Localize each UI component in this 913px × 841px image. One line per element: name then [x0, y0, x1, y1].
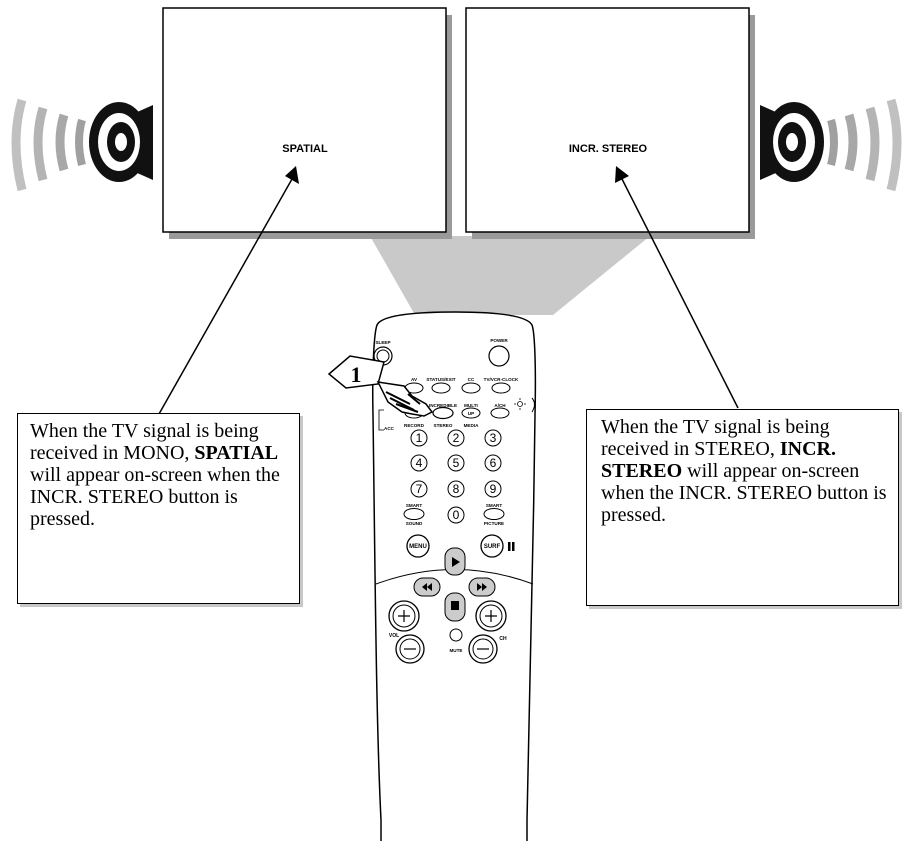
left-tv-screen: SPATIAL: [162, 7, 452, 239]
menu-label: MENU: [409, 544, 427, 550]
stop-icon: [451, 601, 459, 610]
step-number: 1: [351, 362, 362, 387]
number-key-8[interactable]: [447, 480, 465, 498]
surf-button[interactable]: [480, 534, 504, 558]
av-label: AV: [411, 377, 418, 382]
left-screen-label: SPATIAL: [282, 143, 328, 155]
acc-label: ACC: [384, 426, 395, 431]
number-key-label: 2: [453, 431, 460, 445]
sound-label: SOUND: [406, 521, 423, 526]
number-key-label: 7: [416, 482, 423, 496]
ach-label: A/CH: [494, 403, 506, 408]
smart-sound-top-label: SMART: [406, 503, 423, 508]
right-callout: When the TV signal is being received in …: [586, 409, 899, 606]
smart-picture-button[interactable]: [483, 508, 505, 520]
surf-label: SURF: [484, 544, 501, 550]
step-marker: 1: [327, 355, 385, 389]
tv-vcr-clock-button[interactable]: [491, 382, 511, 394]
number-key-label: 6: [490, 456, 497, 470]
left-callout-text-end: will appear on-screen when the INCR. STE…: [30, 464, 280, 530]
left-speaker-icon: [11, 98, 153, 192]
incredible-label: INCREDIBLE: [429, 403, 457, 408]
pointing-hand-icon: [376, 381, 434, 417]
fast-forward-icon: [477, 583, 487, 591]
media-label: MEDIA: [464, 423, 479, 428]
vol-label: VOL: [389, 633, 399, 639]
number-key-1[interactable]: [410, 429, 428, 447]
number-key-label: 5: [453, 456, 460, 470]
right-speaker-icon: [760, 98, 902, 192]
number-key-5[interactable]: [447, 454, 465, 472]
plus-icon: [398, 610, 410, 622]
left-callout: When the TV signal is being received in …: [17, 413, 300, 604]
multi-label: MULTI: [464, 403, 478, 408]
rewind-icon: [422, 583, 432, 591]
number-key-3[interactable]: [484, 429, 502, 447]
status-exit-label: STATUS/EXIT: [426, 377, 455, 382]
remote-control: SLEEP POWER AV STATUS/EXIT CC TV/VCR-CLO…: [371, 311, 537, 841]
number-key-7[interactable]: [410, 480, 428, 498]
sleep-label: SLEEP: [375, 340, 390, 345]
channel-rocker: CH: [468, 600, 507, 664]
record-label: RECORD: [404, 423, 425, 428]
mute-button[interactable]: [449, 628, 463, 642]
tv-vcr-clock-label: TV/VCR-CLOCK: [484, 377, 519, 382]
number-key-label: 1: [416, 431, 423, 445]
up-label: UP: [468, 411, 474, 416]
cc-label: CC: [468, 377, 475, 382]
right-callout-bold: INCR. STEREO: [601, 438, 836, 482]
picture-label: PICTURE: [484, 521, 504, 526]
left-leader-arrow: [158, 166, 299, 415]
number-key-0[interactable]: [447, 506, 465, 524]
number-key-2[interactable]: [447, 429, 465, 447]
cc-button[interactable]: [461, 382, 481, 394]
left-callout-text: When the TV signal is being received in …: [30, 420, 259, 464]
ach-button[interactable]: [490, 407, 510, 419]
smart-sound-button[interactable]: [403, 508, 425, 520]
right-leader-arrow: [615, 166, 739, 409]
number-key-4[interactable]: [410, 454, 428, 472]
menu-button[interactable]: [406, 534, 430, 558]
number-key-6[interactable]: [484, 454, 502, 472]
number-key-9[interactable]: [484, 480, 502, 498]
incredible-stereo-button[interactable]: [432, 406, 454, 420]
plus-icon: [485, 610, 497, 622]
power-label: POWER: [490, 338, 508, 343]
status-exit-button[interactable]: [431, 382, 451, 394]
right-screen-label: INCR. STEREO: [569, 143, 648, 155]
number-keypad: 1 2 3 4 5 6 7 8 9 0: [410, 429, 502, 524]
right-callout-text: When the TV signal is being received in …: [601, 416, 830, 460]
number-key-label: 8: [453, 482, 460, 496]
stereo-label: STEREO: [434, 423, 453, 428]
number-key-label: 3: [490, 431, 497, 445]
indicator-bar-icon: [508, 542, 511, 551]
smart-picture-top-label: SMART: [486, 503, 503, 508]
light-sensor-icon: [514, 397, 535, 413]
mute-label: MUTE: [449, 648, 462, 653]
number-key-label: 0: [453, 508, 460, 522]
ch-label: CH: [499, 636, 507, 642]
multimedia-button[interactable]: [461, 407, 481, 419]
power-button[interactable]: [488, 345, 510, 367]
right-callout-text-end: will appear on-screen when the INCR. STE…: [601, 460, 887, 526]
number-key-label: 4: [416, 456, 423, 470]
left-callout-bold: SPATIAL: [194, 442, 279, 464]
number-key-label: 9: [490, 482, 497, 496]
play-icon: [452, 557, 460, 567]
projection-beam: [370, 236, 650, 315]
volume-rocker: VOL: [388, 600, 425, 664]
right-tv-screen: INCR. STEREO: [465, 7, 755, 239]
